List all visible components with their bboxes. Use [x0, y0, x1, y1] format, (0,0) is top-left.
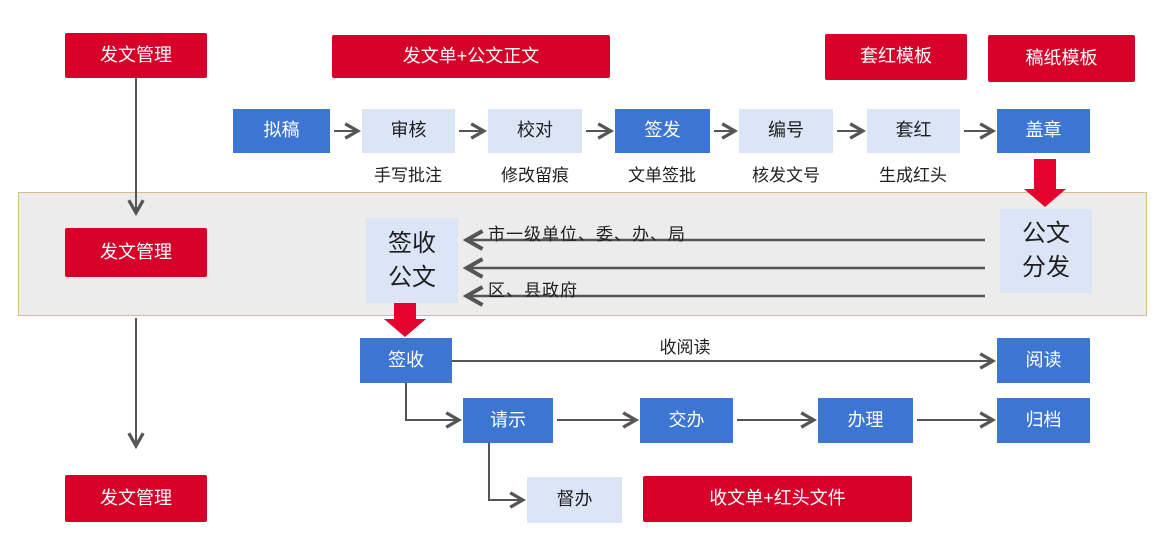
sign-receive-label: 签收公文: [388, 229, 436, 291]
label-city-level-units: 市一级单位、委、办、局: [488, 225, 686, 244]
flow-note-issue-number: 核发文号: [752, 166, 820, 185]
flow-note-generate-letterhead: 生成红头: [879, 166, 947, 185]
flow-step-handle: 办理: [818, 398, 913, 443]
flow-step-number: 编号: [739, 109, 833, 153]
flow-step-read: 阅读: [997, 338, 1090, 383]
flow-step-archive: 归档: [997, 398, 1090, 443]
flow-step-supervise: 督办: [527, 477, 622, 523]
label-incoming-doc-bundle: 收文单+红头文件: [643, 476, 912, 522]
flow-step-request: 请示: [463, 398, 553, 443]
flow-note-tracked-changes: 修改留痕: [501, 166, 569, 185]
node-sign-receive-doc: 签收公文: [366, 218, 458, 303]
flow-note-handwritten-annotation: 手写批注: [374, 166, 442, 185]
label-district-county-gov: 区、县政府: [488, 281, 578, 300]
flow-step-proof: 校对: [488, 109, 582, 153]
node-outgoing-mgmt-middle: 发文管理: [65, 228, 207, 277]
flow-step-sign-in: 签收: [360, 338, 452, 383]
label-outgoing-doc-bundle: 发文单+公文正文: [332, 35, 610, 78]
label-paper-template: 稿纸模板: [988, 35, 1135, 82]
label-taohong-template: 套红模板: [825, 34, 967, 80]
node-outgoing-mgmt-top: 发文管理: [65, 33, 207, 78]
label-receive-read-route: 收阅读: [659, 338, 711, 357]
flow-step-review: 审核: [362, 109, 455, 153]
flow-step-issue: 签发: [615, 109, 710, 153]
flow-note-form-sign: 文单签批: [628, 166, 696, 185]
flow-step-draft: 拟稿: [233, 109, 330, 153]
node-doc-distribute: 公文分发: [1000, 209, 1092, 293]
flow-step-stamp: 盖章: [997, 109, 1090, 153]
distribute-label: 公文分发: [1022, 220, 1070, 281]
flow-step-taohong: 套红: [867, 109, 960, 153]
flow-step-assign: 交办: [640, 398, 733, 443]
node-outgoing-mgmt-bottom: 发文管理: [65, 475, 207, 522]
